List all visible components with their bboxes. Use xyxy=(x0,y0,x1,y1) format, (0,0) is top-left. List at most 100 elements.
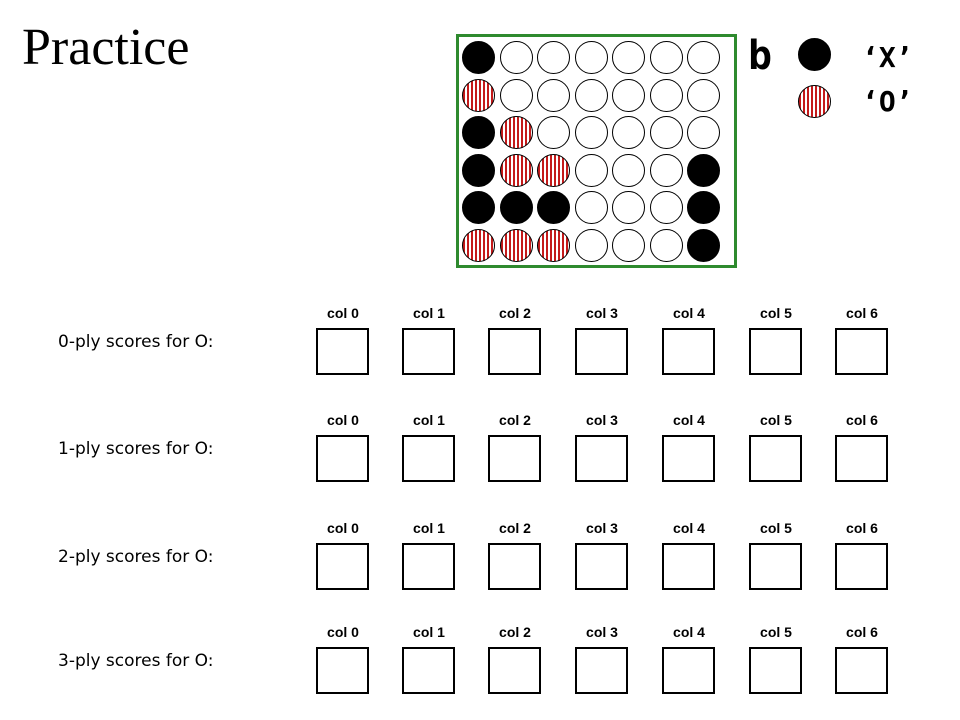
empty-slot xyxy=(574,116,608,149)
legend-x-label: ‘X’ xyxy=(862,41,913,74)
empty-slot xyxy=(574,153,608,187)
x-piece-icon xyxy=(499,191,533,224)
column-header: col 4 xyxy=(673,412,705,428)
score-box-col-4[interactable] xyxy=(662,435,715,482)
score-box-col-6[interactable] xyxy=(835,435,888,482)
score-box-col-6[interactable] xyxy=(835,647,888,694)
column-header: col 0 xyxy=(327,624,359,640)
score-box-col-5[interactable] xyxy=(749,543,802,590)
empty-slot xyxy=(537,41,570,74)
empty-slot xyxy=(574,41,608,74)
empty-slot xyxy=(574,78,608,112)
empty-slot xyxy=(612,78,645,112)
empty-slot xyxy=(687,78,720,112)
score-row-label: 1-ply scores for O: xyxy=(58,439,214,459)
score-box-col-5[interactable] xyxy=(749,328,802,375)
score-box-col-0[interactable] xyxy=(316,435,369,482)
x-piece-icon xyxy=(462,191,495,224)
legend-o-piece-icon xyxy=(798,85,831,118)
column-header: col 5 xyxy=(760,305,792,321)
o-piece-icon xyxy=(462,228,495,262)
empty-slot xyxy=(537,116,570,149)
score-box-col-2[interactable] xyxy=(488,543,541,590)
column-header: col 1 xyxy=(413,305,445,321)
column-header: col 6 xyxy=(846,305,878,321)
empty-slot xyxy=(499,78,533,112)
empty-slot xyxy=(612,153,645,187)
column-header: col 3 xyxy=(586,412,618,428)
empty-slot xyxy=(687,116,720,149)
empty-slot xyxy=(649,153,683,187)
column-header: col 0 xyxy=(327,412,359,428)
x-piece-icon xyxy=(462,116,495,149)
column-header: col 3 xyxy=(586,520,618,536)
score-box-col-0[interactable] xyxy=(316,647,369,694)
score-box-col-0[interactable] xyxy=(316,543,369,590)
column-header: col 4 xyxy=(673,624,705,640)
column-header: col 1 xyxy=(413,412,445,428)
empty-slot xyxy=(649,228,683,262)
column-header: col 2 xyxy=(499,520,531,536)
o-piece-icon xyxy=(537,153,570,187)
empty-slot xyxy=(612,116,645,149)
score-box-col-3[interactable] xyxy=(575,435,628,482)
score-box-col-4[interactable] xyxy=(662,543,715,590)
column-header: col 1 xyxy=(413,624,445,640)
column-header: col 2 xyxy=(499,305,531,321)
score-box-col-1[interactable] xyxy=(402,328,455,375)
score-box-col-2[interactable] xyxy=(488,435,541,482)
empty-slot xyxy=(499,41,533,74)
game-board xyxy=(456,34,737,268)
score-box-col-4[interactable] xyxy=(662,328,715,375)
column-header: col 5 xyxy=(760,520,792,536)
score-row-label: 0-ply scores for O: xyxy=(58,332,214,352)
x-piece-icon xyxy=(687,153,720,187)
o-piece-icon xyxy=(499,228,533,262)
empty-slot xyxy=(649,41,683,74)
empty-slot xyxy=(687,41,720,74)
score-box-col-5[interactable] xyxy=(749,647,802,694)
score-box-col-6[interactable] xyxy=(835,328,888,375)
score-box-col-3[interactable] xyxy=(575,647,628,694)
empty-slot xyxy=(537,78,570,112)
column-header: col 6 xyxy=(846,412,878,428)
column-header: col 3 xyxy=(586,624,618,640)
x-piece-icon xyxy=(687,191,720,224)
score-box-col-0[interactable] xyxy=(316,328,369,375)
empty-slot xyxy=(574,191,608,224)
score-box-col-3[interactable] xyxy=(575,543,628,590)
empty-slot xyxy=(612,228,645,262)
column-header: col 5 xyxy=(760,624,792,640)
legend-x-piece-icon xyxy=(798,38,831,71)
empty-slot xyxy=(612,191,645,224)
score-box-col-1[interactable] xyxy=(402,543,455,590)
score-box-col-1[interactable] xyxy=(402,435,455,482)
score-box-col-1[interactable] xyxy=(402,647,455,694)
column-header: col 2 xyxy=(499,624,531,640)
score-box-col-2[interactable] xyxy=(488,328,541,375)
board-variable-label: b xyxy=(748,33,773,79)
column-header: col 0 xyxy=(327,305,359,321)
empty-slot xyxy=(649,78,683,112)
x-piece-icon xyxy=(687,228,720,262)
column-header: col 1 xyxy=(413,520,445,536)
score-box-col-4[interactable] xyxy=(662,647,715,694)
x-piece-icon xyxy=(462,153,495,187)
column-header: col 3 xyxy=(586,305,618,321)
score-box-col-2[interactable] xyxy=(488,647,541,694)
score-row-0: 0-ply scores for O: col 0 col 1 col 2 col 3 c… xyxy=(0,305,960,395)
o-piece-icon xyxy=(499,116,533,149)
score-box-col-6[interactable] xyxy=(835,543,888,590)
score-box-col-3[interactable] xyxy=(575,328,628,375)
score-row-label: 2-ply scores for O: xyxy=(58,547,214,567)
x-piece-icon xyxy=(462,41,495,74)
column-header: col 4 xyxy=(673,520,705,536)
empty-slot xyxy=(649,191,683,224)
score-box-col-5[interactable] xyxy=(749,435,802,482)
column-header: col 5 xyxy=(760,412,792,428)
empty-slot xyxy=(649,116,683,149)
column-header: col 6 xyxy=(846,624,878,640)
